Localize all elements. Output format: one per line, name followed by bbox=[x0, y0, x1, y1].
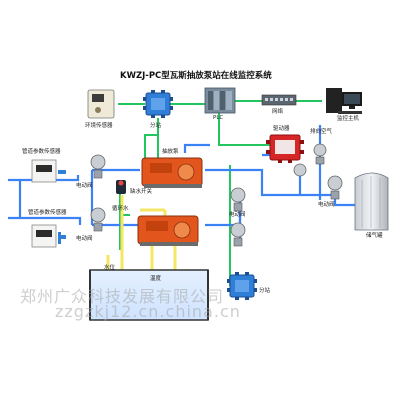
label-temperature: 温度 bbox=[150, 276, 162, 282]
motor-valve-exhaust bbox=[313, 143, 327, 165]
label-motor-valve-3: 电动阀 bbox=[229, 212, 246, 218]
host-computer bbox=[326, 88, 362, 114]
motor-valve-driver bbox=[293, 163, 307, 177]
watermark-company: 郑州广众科技发展有限公司 bbox=[20, 287, 225, 306]
substation-bottom-box bbox=[227, 272, 257, 300]
network-switch bbox=[261, 94, 297, 106]
label-motor-valve-2: 电动阀 bbox=[76, 236, 93, 242]
motor-valve-tank bbox=[327, 175, 343, 200]
label-gas-tank: 储气罐 bbox=[366, 233, 383, 239]
pipe-sensor-2-device bbox=[31, 224, 66, 248]
pump-lower bbox=[137, 215, 199, 246]
watermark-url: zzgzkj12.cn.china.cn bbox=[55, 302, 241, 321]
motor-valve-right-middle bbox=[230, 187, 246, 212]
motor-valve-left-upper bbox=[90, 154, 106, 179]
label-motor-valve-1: 电动阀 bbox=[76, 183, 93, 189]
pipes bbox=[8, 125, 356, 240]
gas-tank-device bbox=[354, 172, 389, 231]
substation-top-box bbox=[143, 90, 173, 118]
label-exhaust: 排向空气 bbox=[310, 129, 333, 135]
env-sensor-device bbox=[87, 89, 115, 119]
motor-valve-right-lower bbox=[230, 222, 246, 247]
label-network: 网络 bbox=[272, 109, 284, 115]
label-pump: 抽放泵 bbox=[162, 149, 179, 155]
diagram-title: KWZJ-PC型瓦斯抽放泵站在线监控系统 bbox=[120, 71, 272, 81]
label-host: 监控主机 bbox=[337, 116, 360, 122]
pump-upper bbox=[141, 157, 203, 188]
label-driver: 驱动器 bbox=[273, 126, 290, 132]
label-pipe-sensor-2: 管道参数传感器 bbox=[28, 210, 67, 216]
label-pipe-sensor-1: 管道参数传感器 bbox=[22, 149, 61, 155]
driver-device bbox=[266, 134, 304, 163]
label-water-switch: 缺水开关 bbox=[130, 189, 153, 195]
label-water-level: 水位 bbox=[104, 265, 116, 271]
label-substation-bottom: 分站 bbox=[259, 288, 271, 294]
label-motor-valve-4: 电动阀 bbox=[318, 202, 335, 208]
water-switch-device bbox=[116, 180, 126, 194]
plc-device bbox=[204, 87, 236, 114]
label-substation-top: 分站 bbox=[150, 123, 162, 129]
label-env-sensor: 环境传感器 bbox=[85, 123, 113, 129]
label-plc: PLC bbox=[213, 115, 224, 121]
motor-valve-left-lower bbox=[90, 207, 106, 232]
water-tank bbox=[89, 269, 209, 321]
label-circulating-water: 循环水 bbox=[112, 206, 129, 212]
pipe-sensor-1-device bbox=[31, 159, 66, 183]
